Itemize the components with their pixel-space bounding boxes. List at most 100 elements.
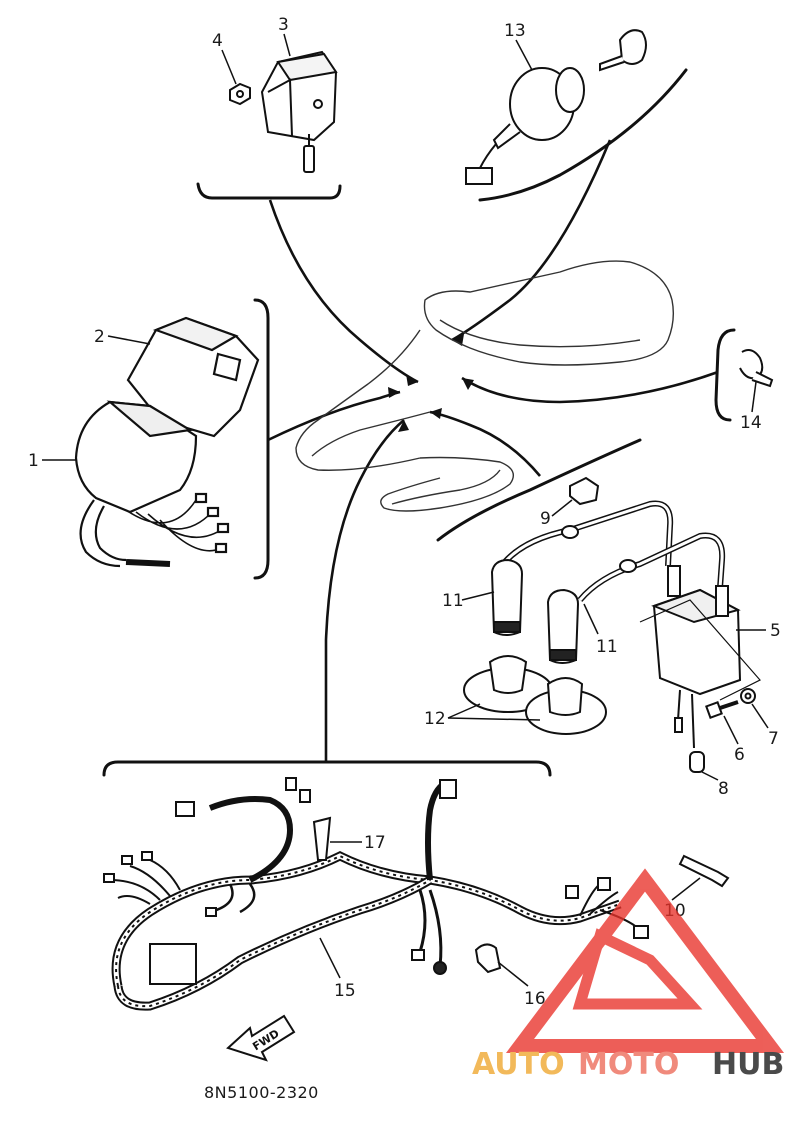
drawing-code: 8N5100-2320 [204, 1083, 319, 1102]
line-from-13 [451, 139, 612, 342]
arrow-head-1 [406, 374, 418, 386]
cap-body [569, 476, 600, 506]
line-from-14 [461, 370, 719, 404]
band-body [312, 816, 332, 861]
lead-a [497, 500, 674, 570]
part-1-cdi-unit [74, 400, 230, 568]
watermark-triangle-inner [572, 928, 703, 1010]
connector-top-left [175, 801, 195, 817]
harness-main-wrap [115, 854, 621, 987]
clamp-tail [751, 371, 774, 388]
part-13-main-switch [465, 29, 647, 185]
callout-15: 15 [334, 981, 356, 1001]
connector-cluster [149, 943, 197, 985]
arrow-heads [388, 334, 474, 432]
connector-mid-1 [205, 907, 217, 917]
connector-right-3 [633, 925, 649, 939]
connector-top-right [439, 779, 457, 799]
bolt-shaft [719, 700, 739, 710]
part-5-ignition-coil [639, 565, 761, 749]
seat-outline [423, 260, 675, 366]
watermark-moto: MOTO [578, 1047, 679, 1082]
connector-left-3 [141, 851, 153, 861]
callout-5: 5 [770, 621, 781, 641]
coil-terminal-b [715, 585, 729, 617]
relay-top [276, 52, 338, 82]
callout-7: 7 [768, 729, 779, 749]
cover-notch [212, 352, 242, 382]
callout-13: 13 [504, 21, 526, 41]
callout-4: 4 [212, 31, 223, 51]
coil-wire-2 [691, 693, 695, 749]
part-11-plug-leads [497, 500, 726, 602]
frame-rail-lower [311, 411, 431, 457]
lead-b-inner [578, 534, 724, 601]
leader-10 [671, 877, 701, 901]
cdi-plug-4 [214, 542, 228, 554]
callout-6: 6 [734, 745, 745, 765]
line-from-coil [429, 410, 541, 477]
watermark-hub: HUB [712, 1047, 784, 1082]
bracket-right-14 [714, 328, 736, 422]
connector-top-mid-2 [299, 789, 311, 803]
key-head [618, 29, 647, 65]
harness-loop-wrap [117, 879, 431, 1008]
leader-13 [515, 39, 533, 71]
nut-hole [236, 90, 244, 98]
cdi-plug-3 [216, 522, 230, 534]
line-from-3 [268, 199, 419, 384]
harness-connectors [103, 777, 649, 985]
bracket-harness [102, 760, 552, 777]
coil-wire-1 [677, 689, 681, 721]
watermark-text: AUTO MOTO HUB [472, 1047, 784, 1082]
relay-hole [313, 99, 323, 109]
connector-right-2 [597, 877, 611, 891]
coil-terminal-a [667, 565, 681, 597]
line-from-harness [324, 419, 405, 762]
fwd-arrow: FWD [226, 1014, 296, 1062]
bracket-left [253, 298, 270, 580]
harness-branch-upper-right [425, 781, 446, 881]
washer-hole [744, 692, 752, 700]
leader-4 [221, 49, 237, 85]
line-from-1-2 [267, 390, 401, 442]
bolt-head [705, 701, 723, 719]
frame-tail [380, 456, 514, 512]
callouts: 1 2 3 4 13 14 9 11 11 5 12 6 7 8 17 10 1… [28, 15, 781, 1009]
coil-wire-end [674, 717, 683, 733]
part-8-cap [689, 751, 705, 773]
relay-terminal [303, 145, 315, 173]
leader-15 [319, 937, 341, 979]
watermark-logo [505, 868, 785, 1053]
callout-11a: 11 [442, 591, 464, 611]
part-12-seals [463, 655, 607, 735]
callout-11b: 11 [596, 637, 618, 657]
switch-connector [465, 167, 493, 185]
part-7-washer [740, 688, 756, 704]
connector-bottom-2 [433, 961, 447, 975]
fwd-arrow-shape [226, 1014, 296, 1062]
part-10-screw [678, 854, 730, 888]
bracket-top-left [196, 182, 342, 200]
part-9-cap [569, 476, 600, 506]
seat-inner [439, 319, 641, 348]
seal-left-top [488, 655, 528, 694]
frame-tail-inner [391, 469, 501, 505]
leader-3 [283, 33, 291, 57]
plug-cap-right-end [549, 649, 577, 661]
leader-9 [551, 499, 573, 517]
harness-branch-upper-left [208, 796, 294, 883]
switch-stem [492, 123, 521, 150]
plug-cap-left [490, 558, 524, 636]
clamp16-body [474, 943, 502, 974]
cdi-plug-1 [194, 492, 208, 504]
leader-12a [447, 703, 481, 719]
harness-branch-left-wires [109, 859, 181, 905]
lead-a-inner [498, 501, 672, 569]
cdi-cable-2 [94, 505, 127, 562]
frame-rail-upper [295, 329, 421, 471]
part-15-wire-harness [109, 781, 641, 1011]
screw-body [678, 854, 730, 888]
callout-12: 12 [424, 709, 446, 729]
